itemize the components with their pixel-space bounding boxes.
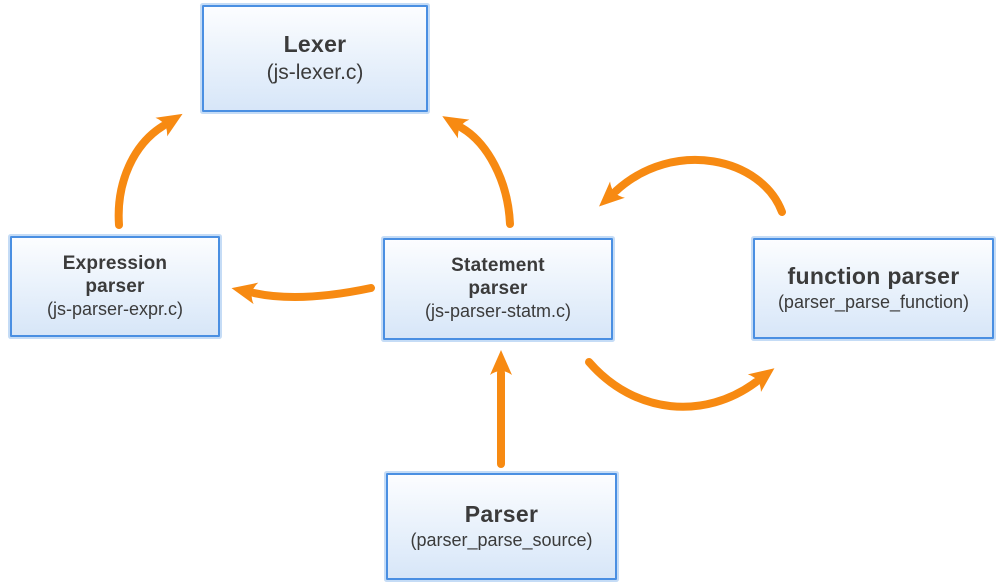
statement-parser-title-line2: parser (468, 278, 528, 300)
node-statement-parser: Statement parser (js-parser-statm.c) (383, 238, 613, 340)
node-expression-parser: Expression parser (js-parser-expr.c) (10, 236, 220, 337)
node-parser: Parser (parser_parse_source) (386, 473, 617, 580)
function-parser-title: function parser (787, 263, 960, 290)
statement-parser-subtitle: (js-parser-statm.c) (424, 301, 571, 322)
statement-parser-title-line1: Statement (451, 255, 545, 277)
expression-parser-title-line2: parser (85, 275, 145, 297)
arrow-expression-parser-to-lexer (114, 113, 183, 229)
parser-subtitle: (parser_parse_source) (410, 530, 593, 551)
expression-parser-title-line1: Expression (62, 252, 168, 274)
parser-title: Parser (464, 501, 539, 528)
arrow-function-parser-to-statement-parser (599, 156, 786, 216)
lexer-subtitle: (js-lexer.c) (266, 61, 364, 85)
lexer-title: Lexer (283, 31, 347, 58)
node-function-parser: function parser (parser_parse_function) (753, 238, 994, 339)
arrow-statement-parser-to-lexer (442, 116, 514, 228)
node-lexer: Lexer (js-lexer.c) (202, 5, 428, 112)
arrow-statement-parser-to-function-parser (585, 358, 775, 411)
arrow-statement-parser-to-expression-parser (231, 282, 375, 305)
expression-parser-subtitle: (js-parser-expr.c) (46, 298, 184, 319)
function-parser-subtitle: (parser_parse_function) (777, 292, 970, 313)
